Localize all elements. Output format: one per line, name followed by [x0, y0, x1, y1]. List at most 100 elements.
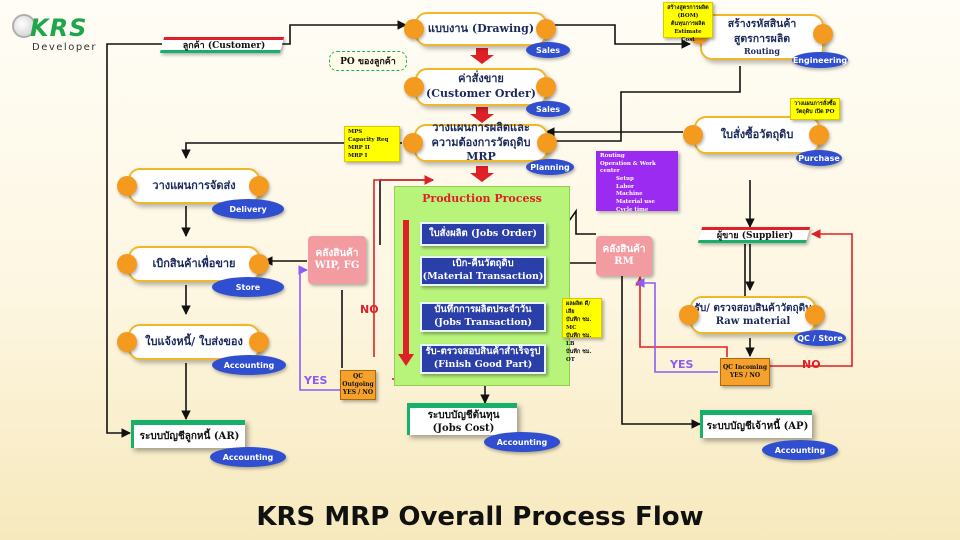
tag-sales-drawing: Sales [526, 42, 570, 58]
node-receive-rm: รับ/ ตรวจสอบสินค้าวัตถุดิบ Raw material [690, 296, 816, 334]
note-routing-detail-line5: Machine [616, 191, 643, 198]
production-step-3-line1: บันทึกการผลิตประจำวัน [434, 304, 532, 316]
tag-accounting-cost: Accounting [484, 432, 560, 452]
supplier-label: ผู้ขาย (Supplier) [716, 231, 794, 241]
node-purchase-order-dot-left [683, 125, 703, 145]
production-flow-arrow [403, 220, 409, 356]
node-receive-rm-dot-right [805, 305, 825, 325]
production-step-2-line2: (Material Transaction) [422, 271, 544, 282]
node-drawing-dot-right [536, 19, 556, 39]
production-step-material-transaction: เบิก-คืนวัตถุดิบ (Material Transaction) [420, 256, 546, 286]
node-customer-order: ค่าสั่งขาย (Customer Order) [415, 68, 547, 106]
node-invoice-dot-left [117, 332, 137, 352]
node-receive-rm-dot-left [679, 305, 699, 325]
tag-accounting-ap: Accounting [762, 440, 838, 460]
note-jobs-transaction-line1: ผลผลิต ดี/ เสีย [566, 301, 591, 315]
warehouse-rm-line2: RM [614, 256, 634, 267]
label-no-outgoing: NO [360, 303, 379, 316]
tag-sales-order: Sales [526, 101, 570, 117]
warehouse-wip-line2: WIP, FG [314, 260, 360, 271]
note-routing-detail-line4: Labor [616, 183, 634, 190]
note-jobs-transaction-line3: บันทึก ชม. LB [566, 332, 592, 347]
node-customer-order-dot-left [404, 77, 424, 97]
node-routing: สร้างรหัสสินค้า สูตรการผลิต Routing [700, 14, 824, 60]
node-drawing: แบบงาน (Drawing) [415, 12, 547, 46]
warehouse-wip-fg: คลังสินค้า WIP, FG [308, 236, 366, 284]
label-no-incoming: NO [802, 358, 821, 371]
node-delivery-plan-dot-left [117, 176, 137, 196]
production-step-jobs-order: ใบสั่งผลิต (Jobs Order) [420, 222, 546, 246]
account-cost-line1: ระบบบัญชีต้นทุน [427, 409, 500, 421]
note-bom-line2: (BOM) [677, 12, 699, 19]
qc-outgoing-line2: YES / NO [342, 388, 374, 396]
note-mps-line2: Capacity Req [348, 136, 389, 143]
tag-accounting-invoice: Accounting [212, 355, 286, 375]
note-routing-detail-line1: Routing [600, 153, 625, 159]
node-receive-rm-line1: รับ/ ตรวจสอบสินค้าวัตถุดิบ [694, 302, 812, 314]
account-cost: ระบบบัญชีต้นทุน (Jobs Cost) [407, 403, 517, 435]
tag-qc-store: QC / Store [794, 330, 846, 346]
note-bom-line4: Estimate Cost [674, 28, 702, 43]
brand-logo: KRS Developer [12, 14, 110, 56]
note-jobs-transaction-line4: บันทึก ชม. OT [566, 348, 592, 363]
tag-engineering: Engineering [792, 52, 848, 68]
node-invoice: ใบแจ้งหนี้/ ใบส่งของ [128, 324, 260, 360]
node-customer-order-line1: ค่าสั่งขาย [458, 72, 504, 86]
customer-label: ลูกค้า (Customer) [182, 41, 266, 51]
node-invoice-label: ใบแจ้งหนี้/ ใบส่งของ [145, 334, 243, 348]
node-store-issue: เบิกสินค้าเพื่อขาย [128, 246, 260, 282]
note-routing-detail-line3: Setup [616, 176, 634, 183]
production-step-jobs-transaction: บันทึกการผลิตประจำวัน (Jobs Transaction) [420, 302, 546, 332]
warehouse-rm: คลังสินค้า RM [596, 236, 652, 276]
warehouse-rm-line1: คลังสินค้า [602, 244, 646, 255]
production-step-1-line1: ใบสั่งผลิต (Jobs Order) [428, 227, 538, 239]
account-ar-label: ระบบบัญชีลูกหนี้ (AR) [139, 431, 240, 442]
note-jobs-transaction: ผลผลิต ดี/ เสีย บันทึก ชม. MC บันทึก ชม.… [562, 298, 602, 363]
node-mrp-plan-line1: วางแผนการผลิตและ [432, 120, 530, 134]
production-process-title: Production Process [422, 192, 542, 205]
note-po-plan: วางแผนการสั่งซื้อ วัตถุดิบ เปิด PO [790, 98, 840, 120]
node-routing-line3: Routing [744, 45, 780, 56]
node-drawing-label: แบบงาน (Drawing) [427, 21, 535, 35]
tag-store: Store [212, 277, 284, 297]
note-po-plan-line2: วัตถุดิบ เปิด PO [795, 108, 835, 115]
note-mps-line3: MRP II [348, 144, 370, 151]
tag-delivery: Delivery [212, 199, 284, 219]
note-routing-detail-line2: Operation & Work center [600, 160, 656, 175]
production-step-3-line2: (Jobs Transaction) [433, 317, 533, 328]
label-yes-incoming: YES [670, 358, 694, 371]
warehouse-wip-line1: คลังสินค้า [315, 248, 359, 259]
account-ar: ระบบบัญชีลูกหนี้ (AR) [131, 420, 245, 448]
page-title: KRS MRP Overall Process Flow [256, 502, 704, 532]
qc-incoming-line2: YES / NO [729, 372, 761, 379]
note-routing-detail-line7: Cycle time [616, 206, 649, 213]
qc-incoming: QC Incoming YES / NO [720, 358, 770, 386]
account-cost-line2: (Jobs Cost) [432, 422, 495, 434]
node-routing-line2: สูตรการผลิต [733, 32, 791, 45]
label-yes-outgoing: YES [304, 374, 328, 387]
node-routing-line1: สร้างรหัสสินค้า [727, 18, 797, 31]
node-delivery-plan-dot-right [249, 176, 269, 196]
note-routing-detail: Routing Operation & Work center Setup La… [596, 151, 678, 213]
qc-outgoing: QC Outgoing YES / NO [340, 370, 376, 400]
production-step-finish-good: รับ-ตรวจสอบสินค้าสำเร็จรูป (Finish Good … [420, 344, 546, 374]
node-invoice-dot-right [249, 332, 269, 352]
node-customer-order-dot-right [536, 77, 556, 97]
node-store-issue-label: เบิกสินค้าเพื่อขาย [152, 256, 236, 270]
account-ap-label: ระบบบัญชีเจ้าหนี้ (AP) [706, 421, 809, 432]
note-mps-line4: MRP I [348, 152, 368, 159]
node-routing-dot-right [813, 24, 833, 44]
po-customer-badge: PO ของลูกค้า [329, 51, 407, 71]
node-customer-order-line2: (Customer Order) [426, 87, 536, 100]
node-store-issue-dot-right [249, 254, 269, 274]
note-bom-line3: ต้นทุนการผลิต [670, 20, 706, 27]
node-store-issue-dot-left [117, 254, 137, 274]
note-jobs-transaction-line2: บันทึก ชม. MC [566, 316, 592, 331]
production-step-4-line1: รับ-ตรวจสอบสินค้าสำเร็จรูป [425, 346, 541, 358]
note-po-plan-line1: วางแผนการสั่งซื้อ [794, 101, 836, 107]
node-delivery-plan-label: วางแผนการจัดส่ง [152, 178, 236, 192]
note-mps-line1: MPS [348, 129, 363, 135]
node-mrp-plan-dot-right [537, 133, 557, 153]
tag-planning: Planning [526, 159, 574, 175]
